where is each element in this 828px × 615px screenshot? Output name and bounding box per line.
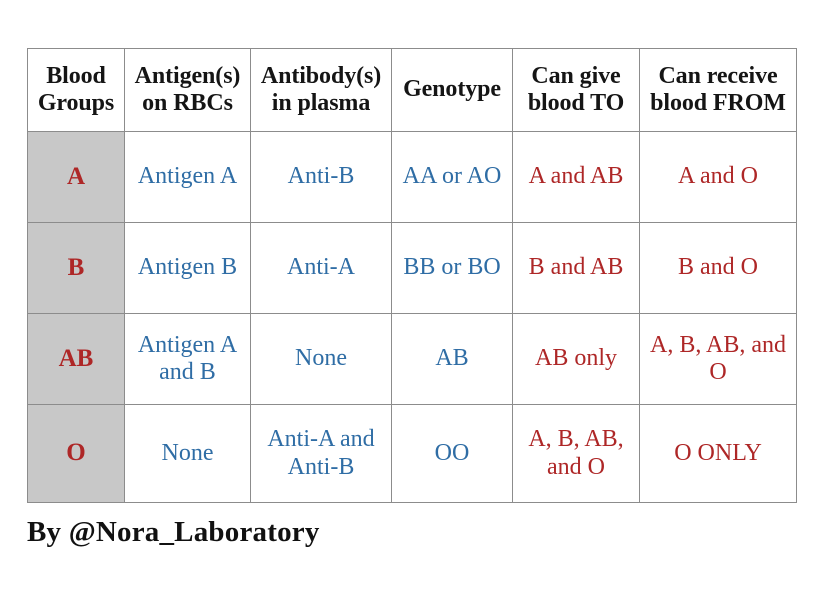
blood-group-label-a: A: [27, 131, 125, 223]
give-blood-to-cell-a: A and AB: [512, 131, 640, 223]
column-header-genotype: Genotype: [391, 48, 513, 132]
column-header-blood-groups: Blood Groups: [27, 48, 125, 132]
table-row: AB Antigen A and B None AB AB only A, B,…: [27, 313, 797, 405]
table-row: A Antigen A Anti-B AA or AO A and AB A a…: [27, 131, 797, 223]
receive-blood-from-cell-a: A and O: [639, 131, 797, 223]
antigens-cell-a: Antigen A: [124, 131, 251, 223]
blood-group-label-o: O: [27, 404, 125, 503]
receive-blood-from-cell-ab: A, B, AB, and O: [639, 313, 797, 405]
antibodies-cell-a: Anti-B: [250, 131, 392, 223]
antibodies-cell-b: Anti-A: [250, 222, 392, 314]
column-header-antibodies-in-plasma: Antibody(s) in plasma: [250, 48, 392, 132]
blood-group-label-b: B: [27, 222, 125, 314]
give-blood-to-cell-o: A, B, AB, and O: [512, 404, 640, 503]
genotype-cell-b: BB or BO: [391, 222, 513, 314]
receive-blood-from-cell-b: B and O: [639, 222, 797, 314]
attribution-caption: By @Nora_Laboratory: [27, 516, 320, 548]
header-row: Blood Groups Antigen(s) on RBCs Antibody…: [27, 48, 797, 132]
table-body: A Antigen A Anti-B AA or AO A and AB A a…: [27, 131, 797, 503]
blood-group-table: Blood Groups Antigen(s) on RBCs Antibody…: [27, 48, 797, 503]
receive-blood-from-cell-o: O ONLY: [639, 404, 797, 503]
blood-group-table-container: Blood Groups Antigen(s) on RBCs Antibody…: [27, 48, 797, 503]
table-row: B Antigen B Anti-A BB or BO B and AB B a…: [27, 222, 797, 314]
table-header: Blood Groups Antigen(s) on RBCs Antibody…: [27, 48, 797, 132]
genotype-cell-a: AA or AO: [391, 131, 513, 223]
column-header-antigens-on-rbcs: Antigen(s) on RBCs: [124, 48, 251, 132]
column-header-can-receive-blood-from: Can receive blood FROM: [639, 48, 797, 132]
antigens-cell-b: Antigen B: [124, 222, 251, 314]
genotype-cell-o: OO: [391, 404, 513, 503]
give-blood-to-cell-b: B and AB: [512, 222, 640, 314]
antibodies-cell-o: Anti-A and Anti-B: [250, 404, 392, 503]
genotype-cell-ab: AB: [391, 313, 513, 405]
antibodies-cell-ab: None: [250, 313, 392, 405]
column-header-can-give-blood-to: Can give blood TO: [512, 48, 640, 132]
antigens-cell-o: None: [124, 404, 251, 503]
antigens-cell-ab: Antigen A and B: [124, 313, 251, 405]
table-row: O None Anti-A and Anti-B OO A, B, AB, an…: [27, 404, 797, 503]
blood-group-label-ab: AB: [27, 313, 125, 405]
give-blood-to-cell-ab: AB only: [512, 313, 640, 405]
